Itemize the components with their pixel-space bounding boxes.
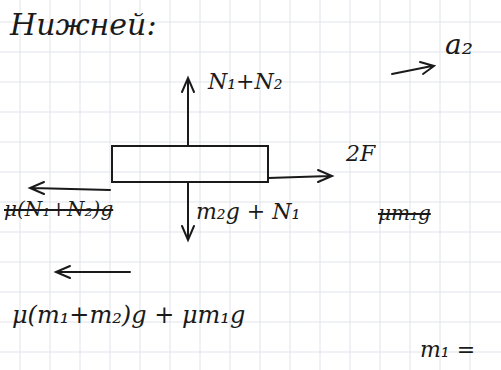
heading-note: Нижней: — [10, 8, 157, 41]
friction-arrow — [30, 182, 110, 194]
force-label: m₂g + N₁ — [196, 200, 300, 224]
force-arrow — [268, 170, 332, 182]
force-label: N₁+N₂ — [208, 70, 283, 94]
normal-arrow — [182, 78, 194, 146]
note-fragment: m₁ = — [420, 338, 475, 362]
struck-force-label: μ(N₁+N₂)g — [4, 198, 113, 220]
block — [112, 146, 268, 182]
friction-arrow-2 — [56, 266, 130, 278]
friction-sum-label: μ(m₁+m₂)g + μm₁g — [12, 302, 245, 328]
accel-arrow — [392, 62, 434, 74]
weight-arrow — [182, 182, 194, 240]
force-label: 2F — [346, 142, 375, 166]
struck-force-label: μm₁g — [378, 202, 431, 224]
acceleration-label: a₂ — [445, 30, 473, 61]
